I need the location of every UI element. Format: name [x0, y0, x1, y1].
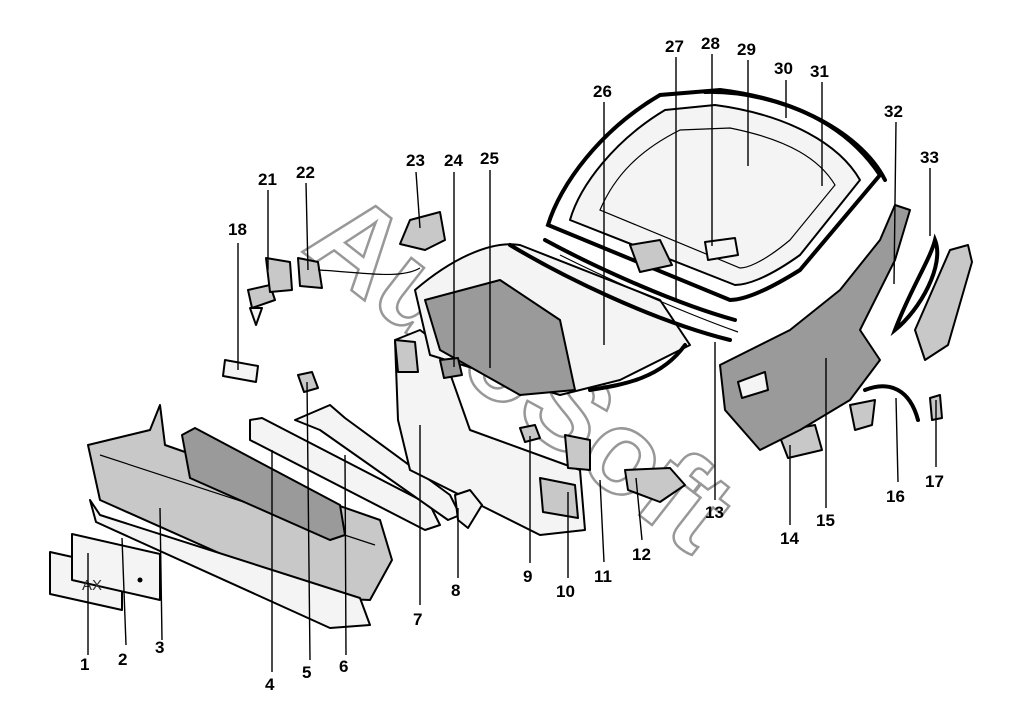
callout-12: 12	[632, 545, 651, 564]
headlamp-bracket	[624, 467, 686, 503]
front-fender	[719, 204, 911, 451]
callout-29: 29	[737, 40, 756, 59]
bumper-bracket-clip	[297, 371, 319, 393]
callout-24: 24	[444, 151, 463, 170]
callout-9: 9	[523, 567, 532, 586]
plate-text: AX	[82, 577, 102, 594]
callout-30: 30	[774, 59, 793, 78]
door-seal	[890, 233, 940, 337]
quarter-glass	[914, 244, 973, 361]
callout-28: 28	[701, 34, 720, 53]
hood-release-lock	[247, 257, 293, 326]
callout-18: 18	[228, 220, 247, 239]
callout-13: 13	[705, 503, 724, 522]
callout-11: 11	[594, 567, 612, 586]
callout-32: 32	[884, 102, 903, 121]
callout-16: 16	[886, 487, 905, 506]
callout-7: 7	[413, 610, 422, 629]
callout-33: 33	[920, 148, 939, 167]
callout-5: 5	[302, 663, 311, 682]
callout-4: 4	[265, 675, 275, 694]
callout-26: 26	[593, 82, 612, 101]
callout-17: 17	[925, 472, 944, 491]
callout-8: 8	[451, 581, 460, 600]
callout-15: 15	[816, 511, 835, 530]
callout-10: 10	[556, 582, 575, 601]
windscreen-glass	[569, 104, 861, 286]
callout-2: 2	[118, 650, 127, 669]
callout-3: 3	[155, 638, 164, 657]
callout-numbers: 1 2 3 4 5 6 7 8 9 10 11 12 13 14 15 16 1…	[80, 34, 944, 694]
callout-27: 27	[665, 37, 684, 56]
splash-shield	[539, 477, 579, 519]
hood-insulation-clip	[439, 357, 463, 379]
hood	[414, 243, 691, 396]
license-plate-front: AX	[71, 533, 161, 601]
callout-23: 23	[406, 151, 425, 170]
callout-25: 25	[480, 149, 499, 168]
callout-31: 31	[810, 62, 829, 81]
cowl-seal	[508, 238, 739, 342]
hood-cable	[297, 257, 421, 289]
hood-hinge	[399, 211, 446, 251]
latch-clip	[519, 424, 541, 443]
front-bumper	[87, 404, 393, 629]
wheel-arch-trim	[849, 384, 920, 431]
callout-22: 22	[296, 163, 315, 182]
windscreen-upper-seal	[703, 89, 887, 182]
leader-lines	[87, 54, 937, 672]
callout-14: 14	[780, 529, 799, 548]
callout-6: 6	[339, 657, 348, 676]
callout-1: 1	[80, 655, 89, 674]
callout-21: 21	[258, 170, 277, 189]
emblem-badge	[222, 359, 259, 383]
